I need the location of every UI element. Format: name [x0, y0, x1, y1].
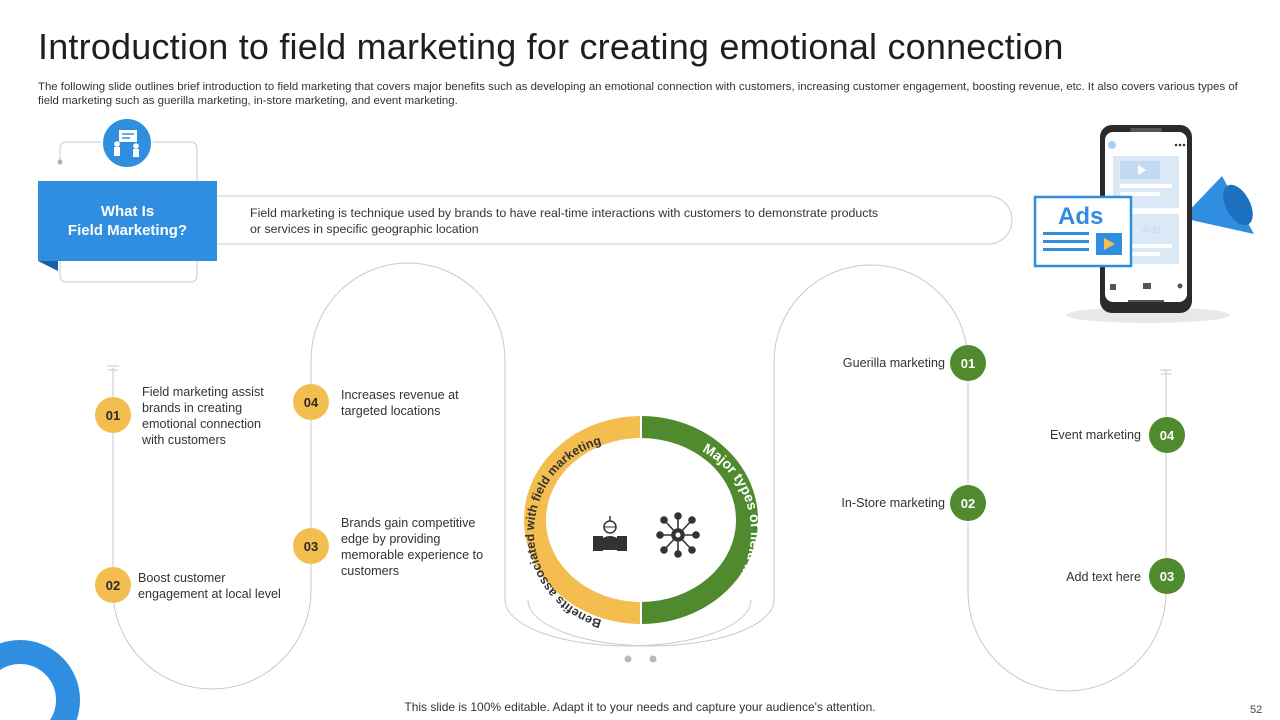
- benefit-text-02: Boost customer engagement at local level: [138, 571, 281, 601]
- ads-label: Ads: [1058, 203, 1103, 230]
- phone-ads-illustration: Ads Ads: [1033, 125, 1254, 323]
- network-gear-icon: [656, 512, 700, 558]
- play-icon: [1104, 238, 1115, 250]
- type-badge-03: 03: [1149, 558, 1185, 594]
- footer-note: This slide is 100% editable. Adapt it to…: [404, 700, 876, 714]
- comment-icon: [1143, 283, 1151, 289]
- type-badge-01: 01: [950, 345, 986, 381]
- type-text-01: Guerilla marketing: [842, 356, 945, 370]
- benefit-text-03: Brands gain competitive edge by providin…: [341, 516, 484, 578]
- benefit-text-01: Field marketing assist brands in creatin…: [142, 385, 264, 447]
- small-ads-label: Ads: [1142, 224, 1161, 236]
- benefit-badge-01: 01: [95, 397, 131, 433]
- page-subtitle: The following slide outlines brief intro…: [38, 81, 1238, 107]
- type-text-03: Add text here: [1066, 570, 1141, 584]
- type-text-02: In-Store marketing: [841, 496, 945, 510]
- share-icon: [1177, 283, 1183, 289]
- like-icon: [1110, 284, 1116, 290]
- type-badge-04: 04: [1149, 417, 1185, 453]
- type-badge-02: 02: [950, 485, 986, 521]
- definition-text: Field marketing is technique used by bra…: [250, 206, 879, 236]
- benefit-badge-04: 04: [293, 384, 329, 420]
- benefit-badge-02: 02: [95, 567, 131, 603]
- benefit-badge-03: 03: [293, 528, 329, 564]
- benefits-ring-half: [524, 416, 641, 624]
- people-board-icon: [101, 117, 153, 169]
- type-text-04: Event marketing: [1050, 428, 1141, 442]
- handshake-globe-icon: [593, 516, 627, 551]
- page-number: 52: [1250, 704, 1263, 716]
- page-title: Introduction to field marketing for crea…: [38, 26, 1064, 67]
- benefits-types-ring: Benefits associated with field marketing…: [524, 416, 760, 628]
- types-ring-half: [641, 416, 758, 624]
- benefit-text-04: Increases revenue at targeted locations: [341, 388, 459, 418]
